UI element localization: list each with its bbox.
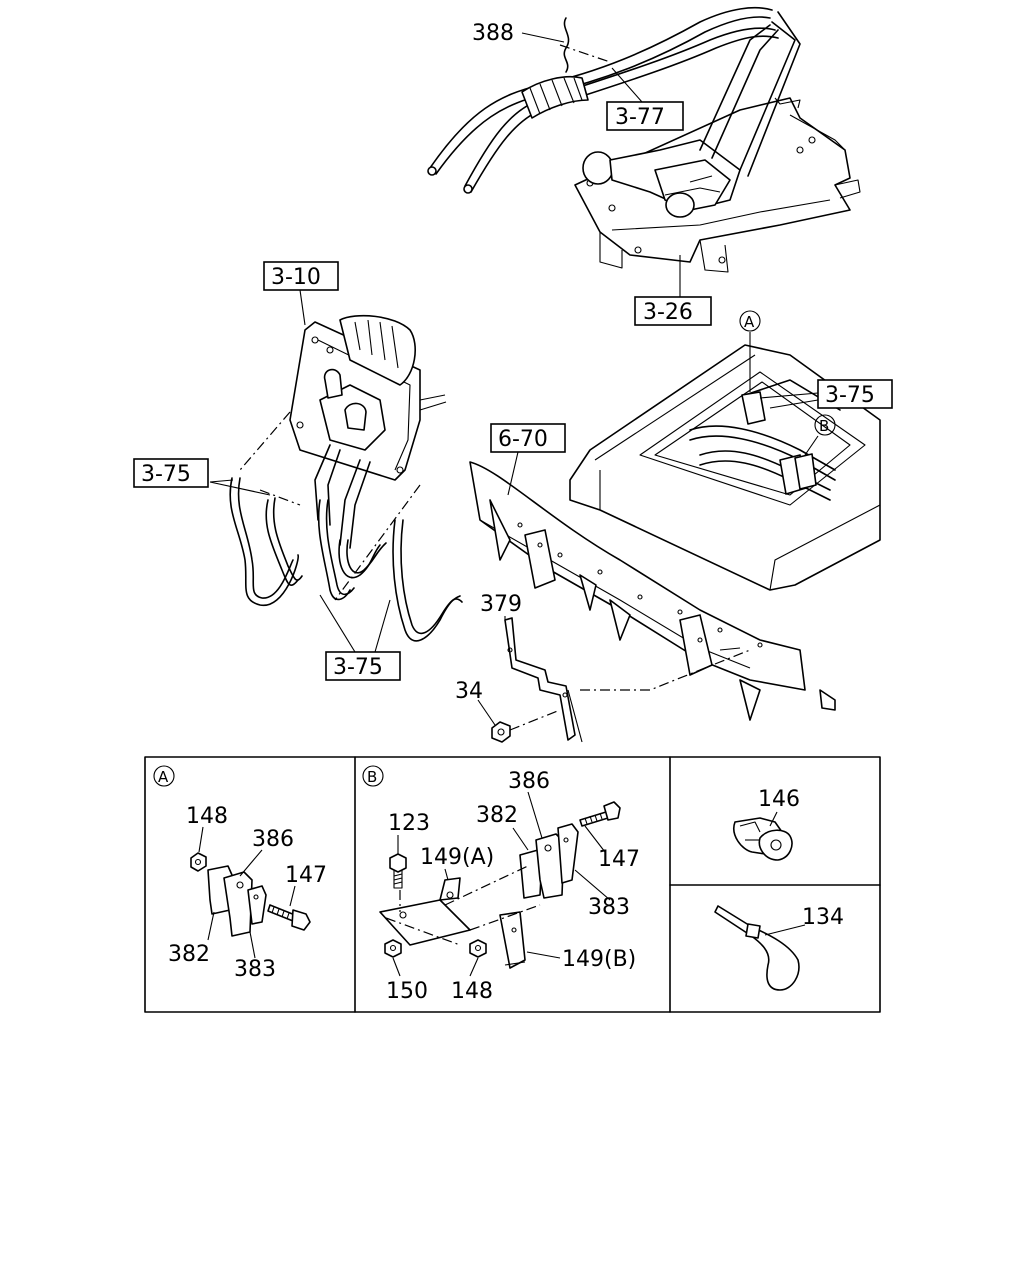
detail-b-148: 148 xyxy=(451,979,493,1004)
detail-a-marker: A xyxy=(158,768,169,786)
valve-bracket-assembly xyxy=(239,314,447,601)
callout-388: 388 xyxy=(472,21,514,46)
callout-3-10: 3-10 xyxy=(271,265,321,290)
detail-a-386: 386 xyxy=(252,827,294,852)
detail-134-label: 134 xyxy=(802,905,844,930)
detail-b-383: 383 xyxy=(588,895,630,920)
detail-b-150: 150 xyxy=(386,979,428,1004)
hose-assembly xyxy=(427,6,779,194)
marker-a: A xyxy=(744,313,755,331)
callout-34: 34 xyxy=(455,679,483,704)
detail-b-386: 386 xyxy=(508,769,550,794)
bracket-379 xyxy=(504,617,751,743)
pedal-bracket-assembly xyxy=(574,11,861,273)
nut-34 xyxy=(491,709,561,743)
detail-panels xyxy=(144,756,881,1013)
clip-388 xyxy=(559,17,611,73)
detail-b-149a: 149(A) xyxy=(420,845,494,870)
callout-3-26: 3-26 xyxy=(643,300,693,325)
detail-a-148: 148 xyxy=(186,804,228,829)
detail-b-147: 147 xyxy=(598,847,640,872)
detail-a-383: 383 xyxy=(234,957,276,982)
detail-b: B xyxy=(362,765,640,1004)
detail-b-149b: 149(B) xyxy=(562,947,636,972)
detail-b-marker: B xyxy=(367,768,377,786)
detail-a-147: 147 xyxy=(285,863,327,888)
marker-b: B xyxy=(819,417,829,435)
detail-b-123: 123 xyxy=(388,811,430,836)
callout-3-77: 3-77 xyxy=(615,105,665,130)
pipe-set-left xyxy=(229,477,463,642)
detail-146-label: 146 xyxy=(758,787,800,812)
callout-3-75-bottom: 3-75 xyxy=(333,655,383,680)
detail-b-382: 382 xyxy=(476,803,518,828)
detail-134: 134 xyxy=(714,905,844,991)
frame-assembly xyxy=(469,344,881,721)
detail-146: 146 xyxy=(733,787,800,861)
callout-3-75-left: 3-75 xyxy=(141,462,191,487)
leader-lines xyxy=(209,32,819,726)
callout-6-70: 6-70 xyxy=(498,427,548,452)
marker-a-circle xyxy=(739,310,761,332)
detail-a: A 148 386 147 382 383 xyxy=(153,765,327,982)
marker-b-circle xyxy=(814,414,836,436)
callout-379: 379 xyxy=(480,592,522,617)
detail-a-382: 382 xyxy=(168,942,210,967)
callout-3-75-right: 3-75 xyxy=(825,383,875,408)
